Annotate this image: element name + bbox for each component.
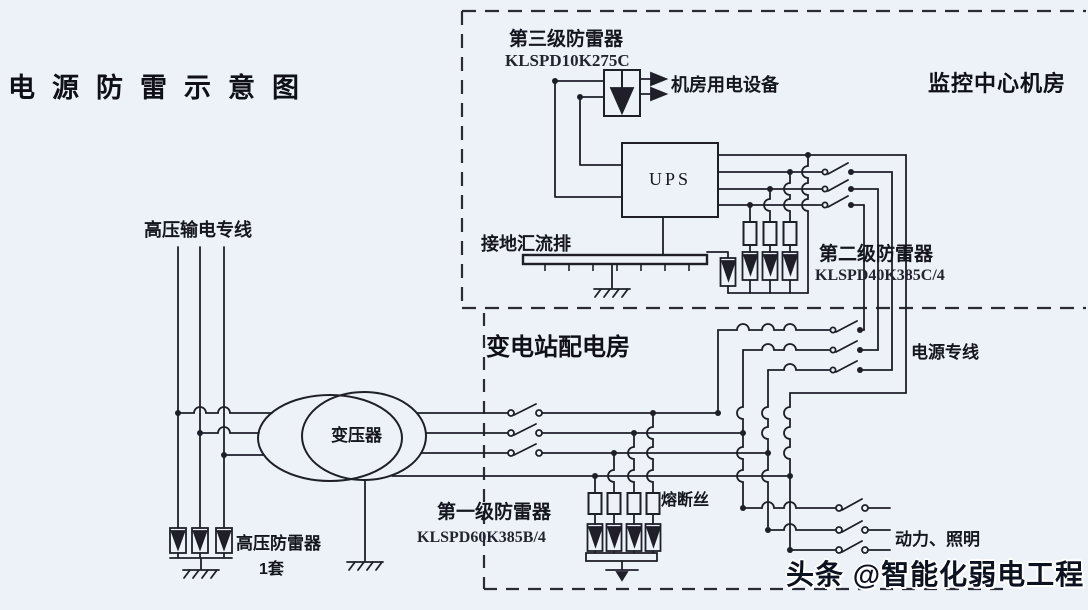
label-spd2-model: KLSPD40K385C/4 <box>815 267 945 284</box>
watermark: 头条 @智能化弱电工程 <box>786 559 1085 590</box>
ground-busbar-bar <box>521 253 709 266</box>
label-spd3-model: KLSPD10K275C <box>505 51 630 70</box>
substation-room-border <box>482 313 1008 591</box>
label-spd1-model: KLSPD60K385B/4 <box>417 529 546 546</box>
busbar-ground-symbol <box>593 288 631 298</box>
transformer-coil-left <box>257 394 403 482</box>
monitoring-room-border <box>460 9 1086 310</box>
hv-ground-symbol <box>182 569 220 579</box>
spd2-elements <box>719 251 799 287</box>
label-ups: UPS <box>648 169 692 189</box>
label-hv-arrester: 高压防雷器 <box>236 534 321 553</box>
label-hv-arrester-qty: 1套 <box>259 561 284 578</box>
label-fuse: 熔断丝 <box>661 492 710 509</box>
junction-dots <box>175 78 863 553</box>
label-ground-busbar: 接地汇流排 <box>481 234 571 254</box>
spd1-elements <box>586 523 662 552</box>
label-room-equipment: 机房用电设备 <box>671 75 779 95</box>
spd-arrester-symbols <box>169 71 799 582</box>
label-spd1-name: 第一级防雷器 <box>437 502 552 523</box>
transformer-coil-right <box>301 391 427 481</box>
page-title: 电源防雷示意图 <box>8 73 316 103</box>
fuse-symbols-level2 <box>742 221 798 246</box>
wires <box>169 78 907 579</box>
label-hv-line: 高压输电专线 <box>144 220 252 240</box>
label-spd2-name: 第二级防雷器 <box>819 244 934 265</box>
ups-box <box>621 142 719 218</box>
transformer-ground-symbol <box>346 561 384 571</box>
arrow-to-equipment-1 <box>650 71 669 87</box>
arrow-to-equipment-2 <box>650 86 669 102</box>
switch-terminals <box>507 168 869 554</box>
hv-arrester-elements <box>169 527 233 554</box>
label-transformer: 变压器 <box>331 426 382 445</box>
label-power-lighting: 动力、照明 <box>895 530 980 549</box>
label-monitoring-room: 监控中心机房 <box>928 71 1067 96</box>
hv-feeder-lines <box>177 246 225 529</box>
label-power-line: 电源专线 <box>911 343 979 362</box>
label-spd3-name: 第三级防雷器 <box>509 29 624 50</box>
fuse-symbols <box>587 492 661 515</box>
label-substation-room: 变电站配电房 <box>486 334 630 361</box>
symbols <box>257 69 798 515</box>
